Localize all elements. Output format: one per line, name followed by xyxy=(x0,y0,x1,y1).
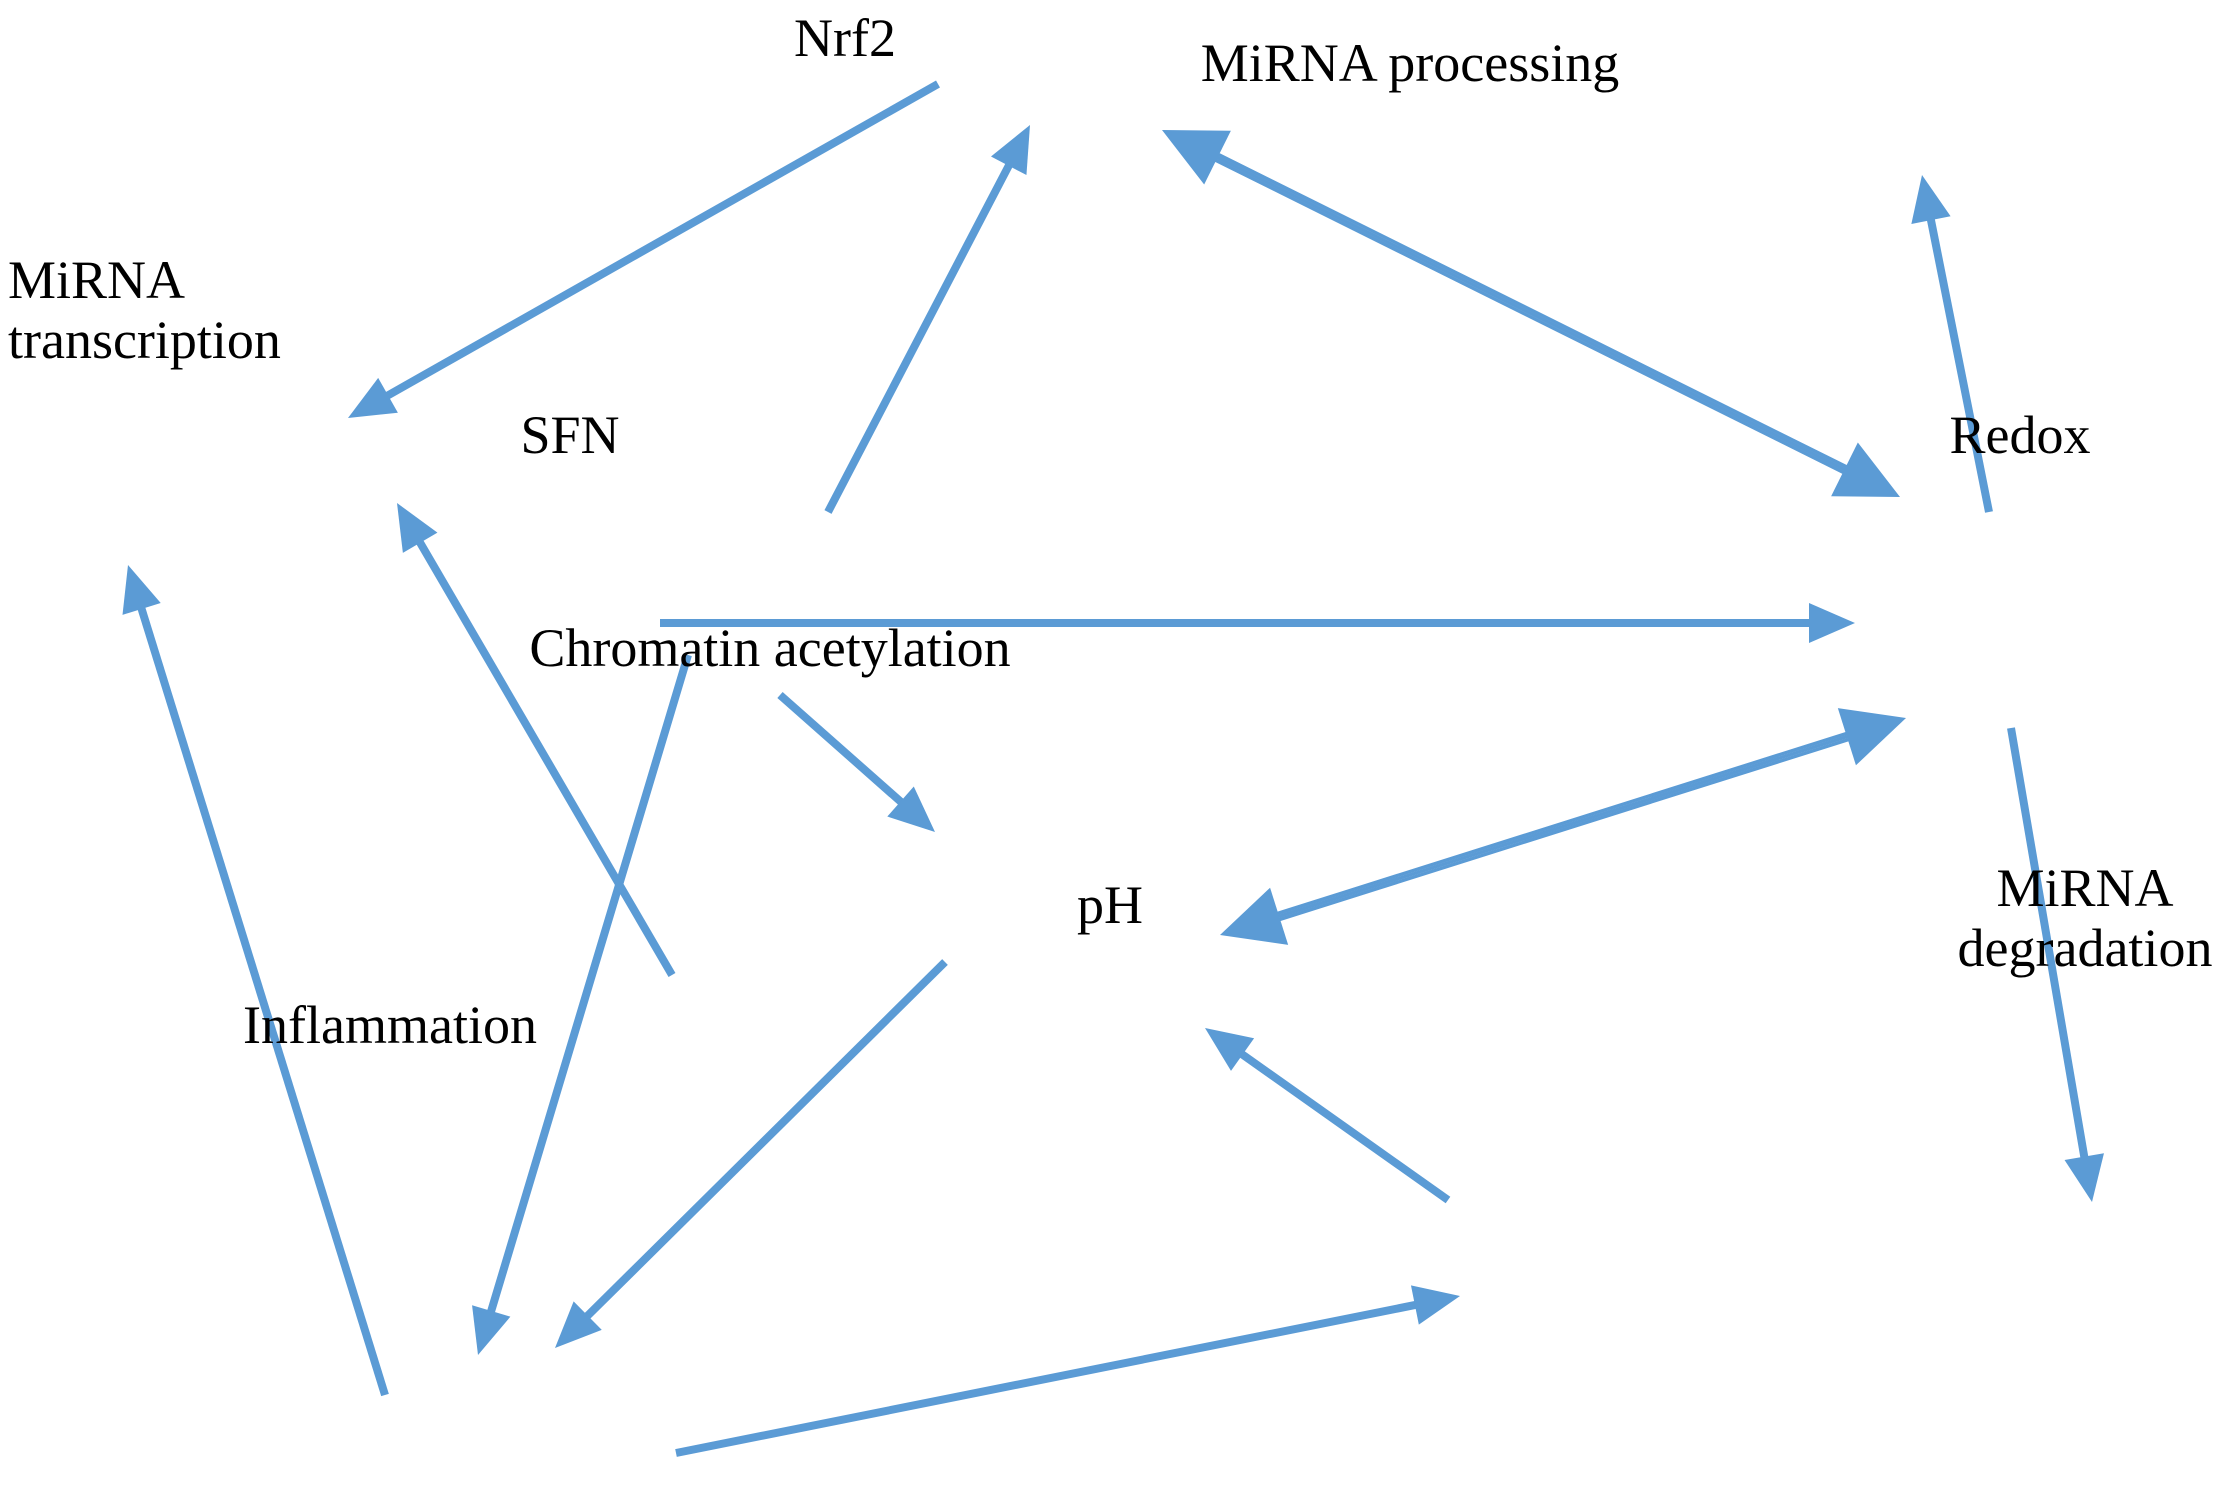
node-label-ph: pH xyxy=(1077,875,1143,935)
edge-ph-to-chromatin-acetylation xyxy=(1205,1028,1451,1204)
node-label-sfn: SFN xyxy=(520,405,620,465)
arrowhead-end xyxy=(990,125,1030,176)
edge-shaft xyxy=(1193,140,1872,481)
node-label-mirna_trans: MiRNA transcription xyxy=(8,250,281,371)
arrowhead-end xyxy=(1831,442,1900,497)
edge-shaft xyxy=(675,1297,1436,1457)
node-label-inflammation: Inflammation xyxy=(243,995,537,1055)
edge-shaft xyxy=(481,653,692,1332)
arrowhead-end xyxy=(122,565,161,615)
node-label-nrf2: Nrf2 xyxy=(794,8,896,68)
edge-redox-to-mirna-degradation xyxy=(2007,727,2104,1202)
arrowhead-end xyxy=(348,377,398,418)
arrowhead-end xyxy=(1911,175,1951,225)
arrowhead-end xyxy=(397,503,438,553)
arrowhead-end xyxy=(472,1305,511,1355)
arrowhead-start xyxy=(1162,130,1231,185)
edge-shaft xyxy=(406,522,676,978)
arrowhead-end xyxy=(1205,1028,1255,1071)
arrowhead-end xyxy=(1809,603,1855,643)
arrowhead-end xyxy=(1220,887,1289,945)
edge-shaft xyxy=(1223,1039,1451,1204)
edge-nrf2-to-mirna-transcription xyxy=(348,80,940,418)
arrowhead-end xyxy=(1410,1285,1460,1325)
arrowhead-end xyxy=(2064,1153,2104,1202)
edge-shaft xyxy=(1190,146,1869,487)
edge-shaft xyxy=(1251,726,1875,927)
edge-shaft xyxy=(131,587,389,1397)
edge-redox-to-mirna-processing xyxy=(1911,175,1993,513)
edge-inflammation-to-mirna-transcription-a xyxy=(397,503,676,978)
edge-shaft xyxy=(777,692,919,819)
edge-sfn-to-inflammation xyxy=(472,653,692,1355)
edge-sfn-to-nrf2 xyxy=(824,125,1030,514)
edge-shaft xyxy=(824,145,1022,514)
edge-shaft xyxy=(570,959,948,1334)
edge-shaft xyxy=(1252,729,1875,930)
arrowhead-end xyxy=(887,786,935,832)
node-label-redox: Redox xyxy=(1949,405,2091,465)
arrowhead-start xyxy=(1837,708,1906,766)
node-label-mirna_deg: MiRNA degradation xyxy=(1957,858,2213,979)
arrowhead-end xyxy=(555,1301,602,1348)
edge-redox-chromatin-bidirectional xyxy=(1220,708,1906,945)
edge-shaft xyxy=(1191,143,1871,484)
edge-sfn-to-redox xyxy=(660,603,1855,643)
edge-inflammation-to-mirna-transcription-b xyxy=(122,565,389,1397)
edge-shaft xyxy=(1251,723,1874,924)
node-label-mirna_proc: MiRNA processing xyxy=(1200,33,1620,93)
edge-inflammation-to-ph xyxy=(675,1285,1460,1457)
edge-nrf2-redox-bidirectional xyxy=(1162,130,1900,497)
edge-sfn-to-chromatin-acetylation xyxy=(777,692,935,832)
edge-shaft xyxy=(368,80,940,410)
edge-chromatin-to-inflammation xyxy=(555,959,948,1348)
edge-shaft xyxy=(2007,727,2092,1178)
edge-shaft xyxy=(1923,199,1993,513)
node-label-chromatin: Chromatin acetylation xyxy=(529,618,1011,678)
